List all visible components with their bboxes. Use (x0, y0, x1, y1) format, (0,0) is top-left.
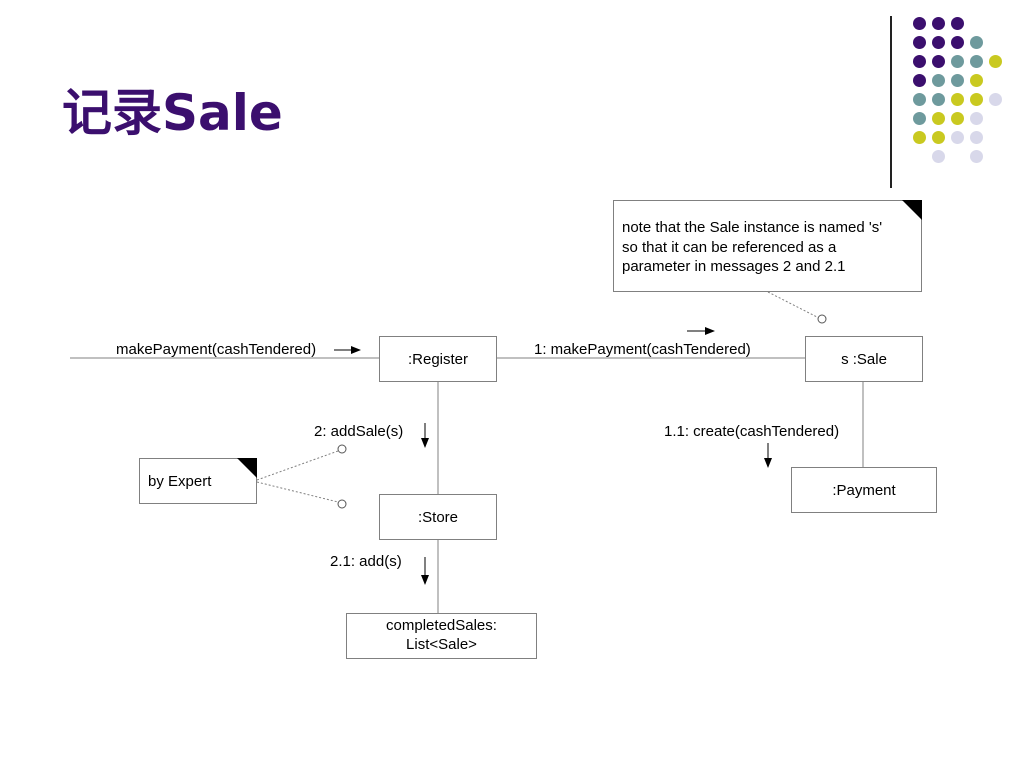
by-expert-note-text: by Expert (148, 473, 212, 490)
register-object: :Register (379, 336, 497, 382)
sale-note-anchor (767, 291, 818, 318)
decorative-dot-icon (913, 93, 926, 106)
sale-note-anchor-end (817, 314, 827, 324)
decorative-dot-icon (913, 74, 926, 87)
store-object-label: :Store (417, 508, 459, 526)
decorative-dot-icon (932, 150, 945, 163)
message-2-label: 2: addSale(s) (314, 423, 404, 440)
decorative-dot-icon (913, 17, 926, 30)
decorative-dot-icon (951, 36, 964, 49)
expert-note-anchor-2 (256, 481, 339, 503)
slide-title: 记录Sale (62, 84, 283, 142)
note-folded-corner-icon (237, 458, 257, 478)
decorative-dot-icon (913, 55, 926, 68)
payment-object: :Payment (791, 467, 937, 513)
expert-note-anchor-1-end (337, 444, 347, 454)
expert-note-anchor-1 (256, 450, 339, 481)
header-divider (890, 16, 892, 188)
sale-object: s :Sale (805, 336, 923, 382)
decorative-dot-icon (951, 93, 964, 106)
decorative-dot-icon (970, 93, 983, 106)
decorative-dot-icon (932, 112, 945, 125)
sale-instance-note: note that the Sale instance is named 's'… (613, 200, 922, 292)
decorative-dot-icon (951, 74, 964, 87)
payment-object-label: :Payment (832, 481, 896, 499)
decorative-dot-icon (970, 112, 983, 125)
decorative-dot-icon (970, 36, 983, 49)
decorative-dot-icon (913, 112, 926, 125)
decorative-dot-icon (989, 55, 1002, 68)
decorative-dot-icon (913, 131, 926, 144)
decorative-dot-icon (970, 55, 983, 68)
completed-sales-object: completedSales: List<Sale> (346, 613, 537, 659)
register-object-label: :Register (407, 350, 469, 368)
decorative-dot-icon (932, 17, 945, 30)
note-folded-corner-icon (902, 200, 922, 220)
sale-object-label: s :Sale (841, 350, 887, 368)
decorative-dot-icon (951, 55, 964, 68)
decorative-dot-icon (970, 131, 983, 144)
incoming-message-label: makePayment(cashTendered) (116, 341, 317, 358)
decorative-dot-icon (970, 150, 983, 163)
decorative-dot-icon (951, 131, 964, 144)
decorative-dot-icon (932, 36, 945, 49)
decorative-dot-icon (932, 93, 945, 106)
completed-sales-label-line1: completedSales: (386, 617, 497, 635)
decorative-dot-icon (932, 55, 945, 68)
message-1-label: 1: makePayment(cashTendered) (534, 341, 751, 358)
decorative-dot-icon (951, 17, 964, 30)
by-expert-note: by Expert (139, 458, 257, 504)
decorative-dot-icon (932, 74, 945, 87)
message-2-1-label: 2.1: add(s) (330, 553, 402, 570)
message-1-1-label: 1.1: create(cashTendered) (664, 423, 840, 440)
sale-instance-note-text: note that the Sale instance is named 's'… (622, 219, 883, 275)
decorative-dot-icon (913, 36, 926, 49)
expert-note-anchor-2-end (337, 499, 347, 509)
decorative-dot-icon (970, 74, 983, 87)
store-object: :Store (379, 494, 497, 540)
decorative-dot-icon (932, 131, 945, 144)
decorative-dot-icon (989, 93, 1002, 106)
completed-sales-label-line2: List<Sale> (406, 636, 477, 653)
decorative-dot-icon (951, 112, 964, 125)
